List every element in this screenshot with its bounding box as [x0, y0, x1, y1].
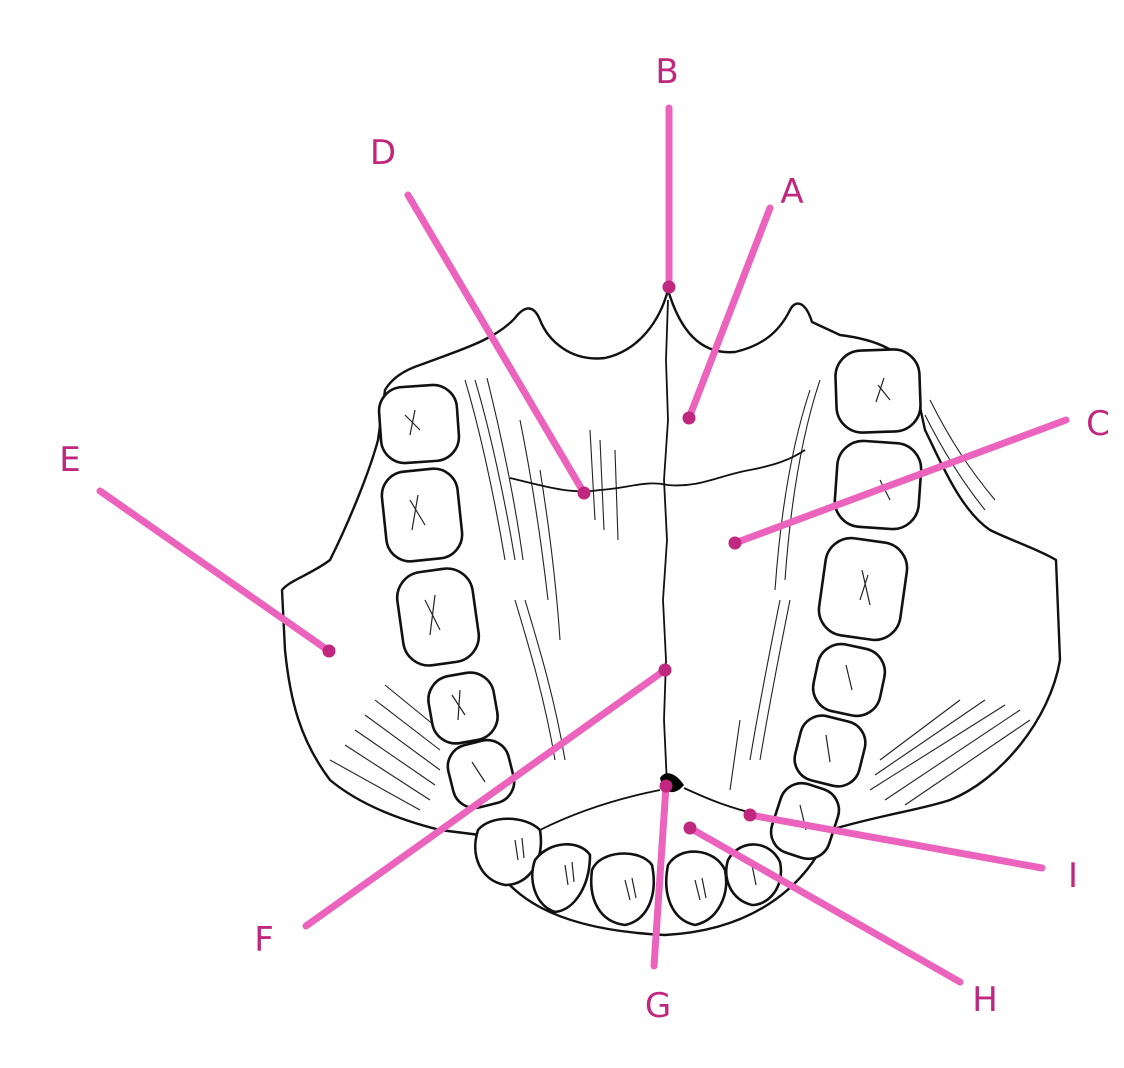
- left-palate-hatching: [464, 377, 619, 761]
- label-c: C: [1086, 404, 1110, 444]
- leader-line-d: [404, 191, 588, 497]
- label-e: E: [59, 440, 81, 480]
- label-a: A: [780, 172, 804, 212]
- leader-lines: [96, 104, 1070, 986]
- pointer-dot-g: [659, 779, 673, 793]
- label-f: F: [254, 920, 274, 960]
- right-teeth: [769, 348, 923, 861]
- leader-line-h: [686, 824, 964, 986]
- pointer-dot-d: [577, 486, 591, 500]
- right-palate-hatching: [729, 379, 821, 791]
- label-g: G: [644, 986, 672, 1026]
- pointer-dot-a: [682, 411, 696, 425]
- pointer-dot-c: [728, 536, 742, 550]
- left-lateral-hatching: [329, 684, 441, 811]
- label-b: B: [655, 52, 679, 92]
- pointer-dot-e: [322, 644, 336, 658]
- median-palatine-suture: [662, 299, 669, 786]
- label-h: H: [972, 980, 998, 1020]
- label-i: I: [1067, 856, 1079, 896]
- leader-line-e: [96, 487, 333, 655]
- leader-line-g: [650, 782, 670, 970]
- left-teeth: [377, 383, 516, 810]
- leader-line-f: [302, 666, 669, 930]
- transverse-palatine-suture: [509, 449, 806, 493]
- leader-line-i: [746, 811, 1046, 872]
- pointer-dot-h: [683, 821, 697, 835]
- leader-line-c: [731, 416, 1070, 547]
- leader-line-a: [685, 204, 774, 422]
- pointer-dot-i: [743, 808, 757, 822]
- right-lateral-hatching: [869, 399, 1031, 806]
- label-d: D: [369, 133, 397, 173]
- front-teeth: [474, 817, 783, 927]
- pointer-dot-b: [662, 280, 676, 294]
- pointer-dot-f: [658, 663, 672, 677]
